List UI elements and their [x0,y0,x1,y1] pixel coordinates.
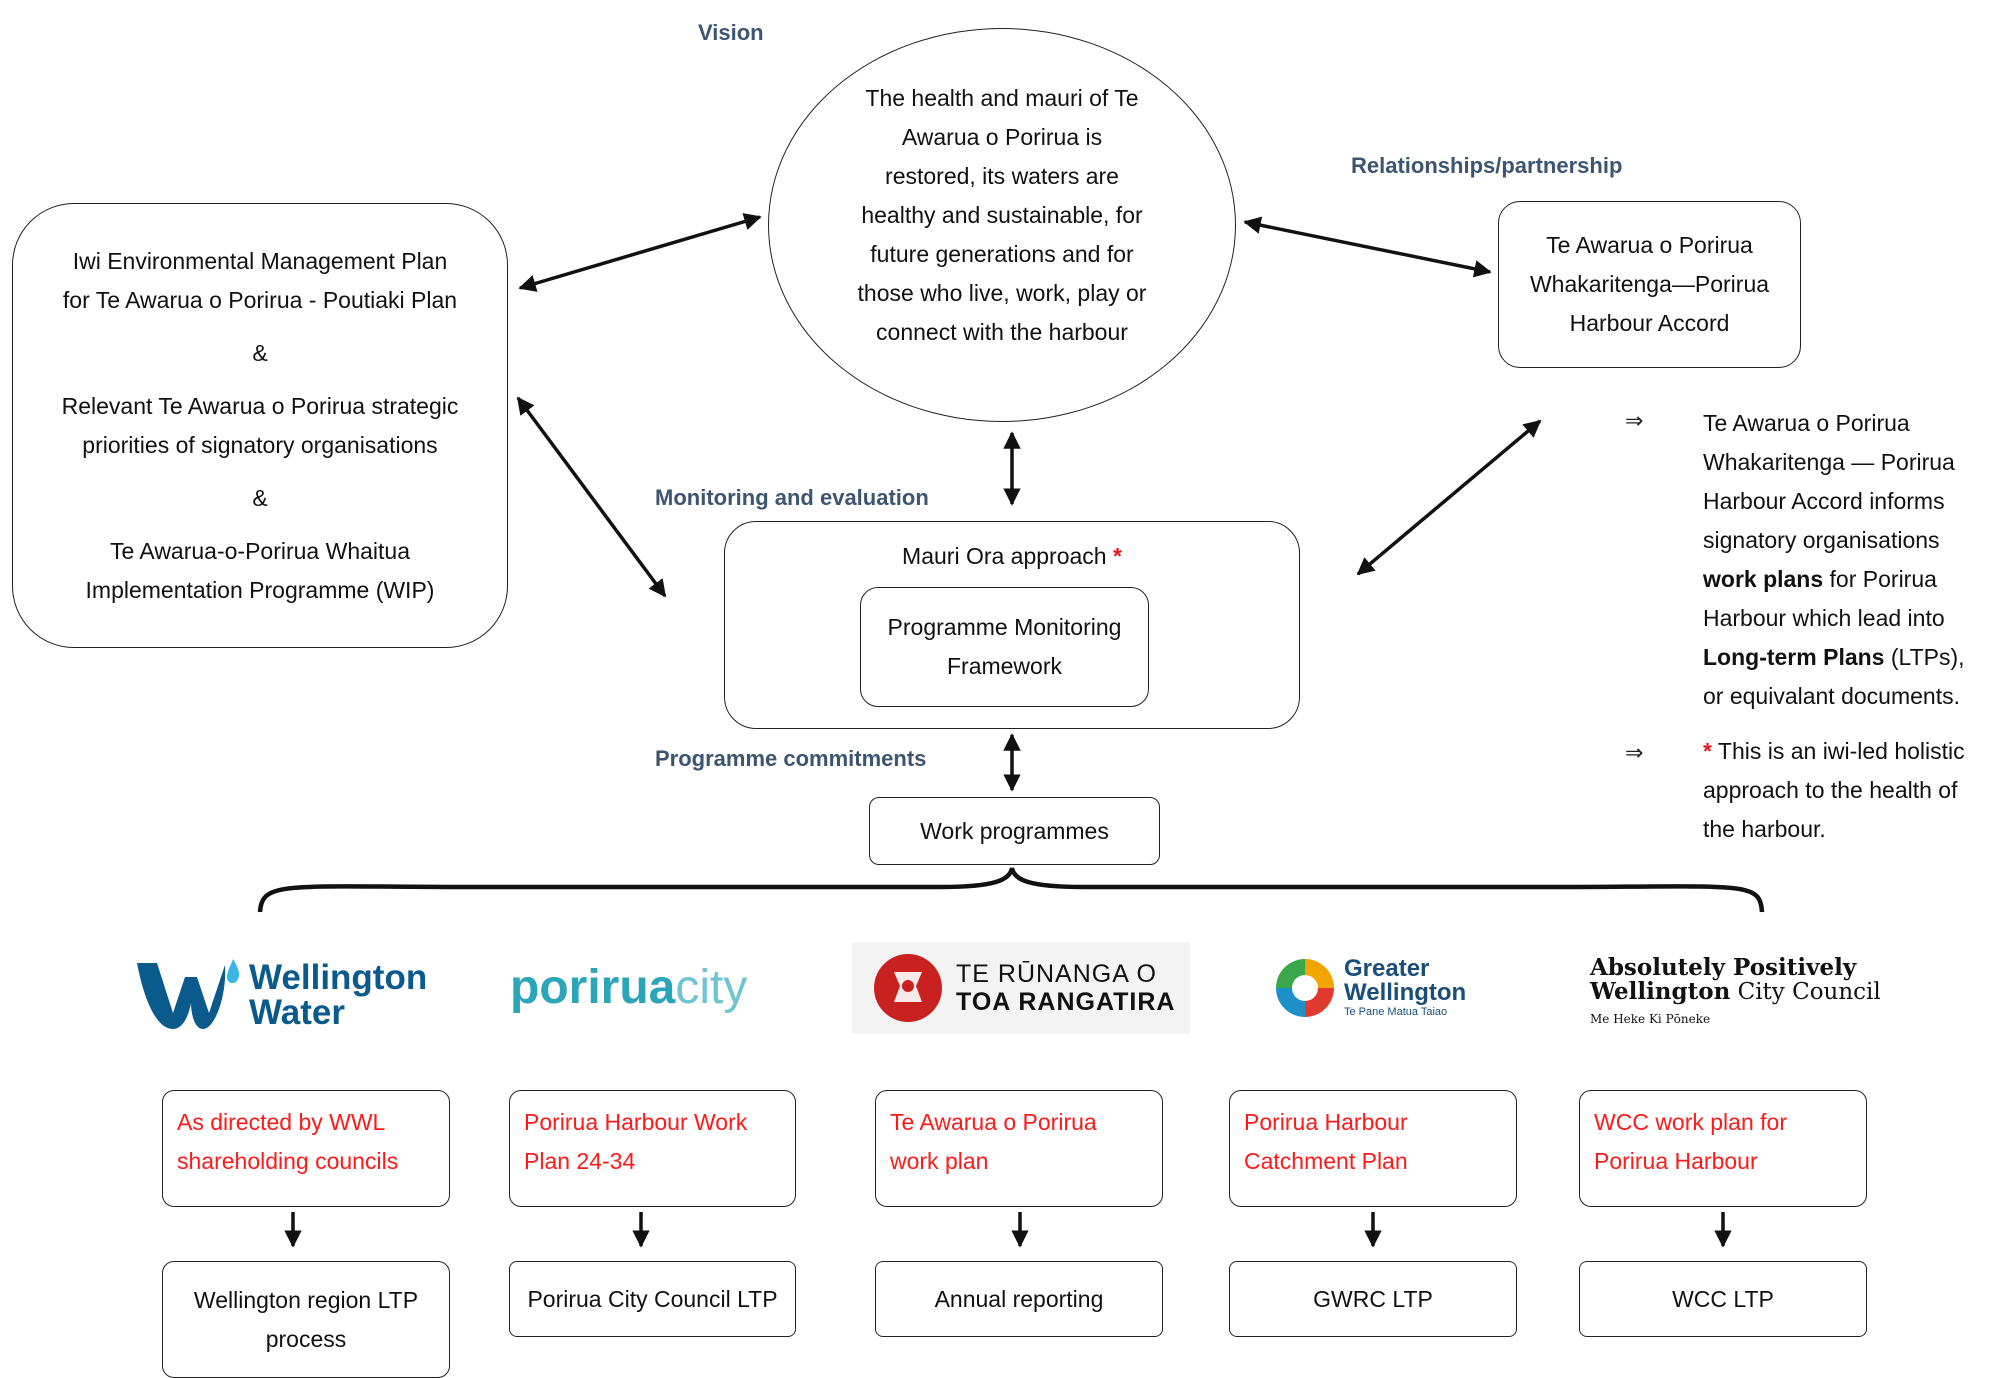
implies-icon: ⇒ [1625,740,1644,765]
framework-line: Programme Monitoring [887,614,1122,640]
ampersand: & [252,339,268,366]
arrow-accord-mauri [1356,419,1542,576]
ampersand: & [252,484,268,511]
ltp-box-wwl: Wellington region LTP process [162,1261,450,1378]
note-iwi-led: * This is an iwi-led holistic approach t… [1703,738,1965,842]
plans-line: for Te Awarua o Porirua - Poutiaki Plan [62,286,458,313]
vision-line: restored, its waters are [885,162,1119,189]
greater-wellington-icon [1276,959,1334,1017]
accord-box: Te Awarua o Porirua Whakaritenga—Porirua… [1498,201,1801,368]
wellington-water-logo: Wellington Water [133,955,427,1035]
vision-circle: The health and mauri of Te Awarua o Pori… [768,28,1236,422]
heading-relationships: Relationships/partnership [1351,153,1623,178]
work-programmes-box: Work programmes [869,797,1160,865]
plans-line: Te Awarua-o-Porirua Whaitua [109,537,410,564]
accord-line: Harbour Accord [1569,310,1730,336]
plans-box: Iwi Environmental Management Plan for Te… [12,203,508,648]
plans-line: Iwi Environmental Management Plan [72,247,448,274]
arrow-left-mauri [516,396,667,598]
wellington-water-text: Wellington [249,958,428,997]
accord-line: Te Awarua o Porirua [1546,232,1753,258]
vision-line: The health and mauri of Te [865,84,1139,111]
toa-emblem-icon [874,954,942,1022]
framework-box: Programme Monitoring Framework [860,587,1149,707]
ltp-box-pcc: Porirua City Council LTP [509,1261,796,1337]
ltp-box-gwrc: GWRC LTP [1229,1261,1517,1337]
ltp-box-wcc: WCC LTP [1579,1261,1867,1337]
vision-line: connect with the harbour [876,318,1128,345]
mauri-ora-label: Mauri Ora approach [902,543,1107,569]
vision-line: future generations and for [870,240,1134,267]
ltp-box-toa: Annual reporting [875,1261,1163,1337]
wcc-logo: Absolutely Positively Wellington City Co… [1590,954,1881,1027]
heading-commitments: Programme commitments [655,746,927,771]
toa-rangatira-logo: TE RŪNANGA O TOA RANGATIRA [852,942,1190,1034]
accord-line: Whakaritenga—Porirua [1529,271,1770,297]
plans-line: Relevant Te Awarua o Porirua strategic [61,392,459,419]
vision-line: those who live, work, play or [857,279,1147,306]
arrow-left-vision [518,213,762,292]
wellington-water-text: Water [249,993,345,1032]
heading-monitoring: Monitoring and evaluation [655,485,929,510]
framework-line: Framework [946,653,1062,679]
implies-icon: ⇒ [1625,408,1644,433]
wellington-water-icon [137,959,240,1029]
heading-vision: Vision [698,20,764,45]
vision-line: healthy and sustainable, for [861,201,1143,228]
note-accord: Te Awarua o Porirua Whakaritenga — Porir… [1703,410,1965,709]
arrow-vision-accord [1243,216,1492,278]
plans-line: priorities of signatory organisations [82,431,438,458]
vision-line: Awarua o Porirua is [901,123,1103,150]
star-marker: * [1112,543,1122,569]
plans-line: Implementation Programme (WIP) [85,576,435,603]
greater-wellington-logo: Greater Wellington Te Pane Matua Taiao [1272,955,1466,1021]
work-programmes-label: Work programmes [920,817,1109,844]
brace [257,867,1765,913]
